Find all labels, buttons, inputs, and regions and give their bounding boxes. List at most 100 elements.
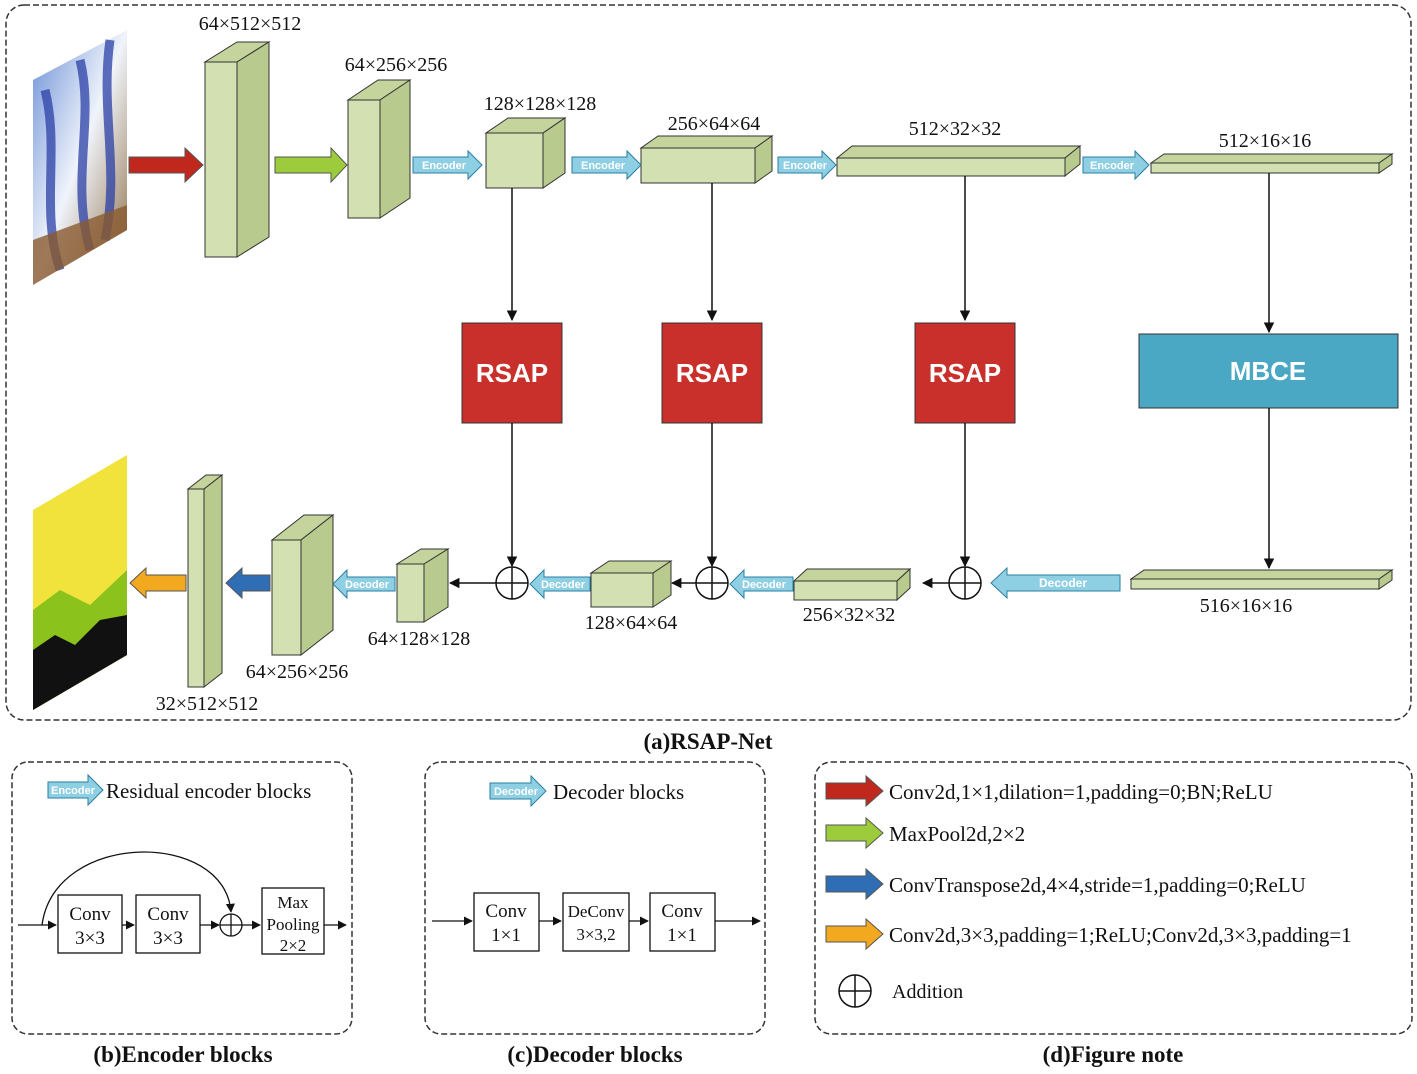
decoder-block-2: [792, 567, 912, 602]
dim-label-dec-2: 256×32×32: [803, 604, 896, 626]
legend-arrow-blue: [825, 867, 884, 901]
mbce-module: MBCE: [1138, 333, 1399, 409]
dec-deconv: [562, 892, 630, 952]
svg-text:MBCE: MBCE: [1230, 356, 1307, 386]
addition-node-1: [495, 566, 529, 600]
legend-text-green: MaxPool2d,2×2: [889, 822, 1025, 846]
caption-d: (d)Figure note: [1043, 1042, 1184, 1067]
legend-text-addition: Addition: [892, 981, 963, 1003]
encoder-block-4: [639, 135, 774, 184]
svg-text:Encoder: Encoder: [1090, 160, 1135, 172]
decoder-arrow-mbce: Decoder: [990, 566, 1121, 600]
dim-label-enc-2: 64×256×256: [345, 54, 448, 76]
panel-a-border: [5, 4, 1412, 721]
panel-d-border: [814, 761, 1413, 1035]
decoder-block-6: [186, 473, 224, 689]
svg-text:Encoder: Encoder: [581, 160, 626, 172]
addition-node-3: [948, 566, 982, 600]
input-image: [33, 30, 127, 285]
dec-conv-1: [473, 892, 540, 952]
dim-label-enc-3: 128×128×128: [484, 93, 597, 115]
legend-arrow-green: [825, 816, 884, 850]
encoder-arrow-1: Encoder: [412, 149, 483, 181]
addition-node-2: [695, 566, 729, 600]
encoder-arrow-3: Encoder: [777, 149, 837, 181]
decoder-block-5: [270, 513, 335, 657]
rsap-module-1: RSAP: [461, 322, 563, 424]
dim-label-dec-4: 64×128×128: [368, 628, 471, 650]
dec-conv-2-line1: Conv: [661, 901, 703, 922]
panel-b-border: [11, 761, 353, 1035]
caption-a: (a)RSAP-Net: [643, 729, 772, 754]
maxpool-arrow-green: [274, 146, 348, 184]
decoder-block-3: [589, 560, 673, 608]
dim-label-dec-5: 64×256×256: [246, 661, 349, 683]
caption-c: (c)Decoder blocks: [507, 1042, 682, 1067]
enc-conv-1-line2: 3×3: [75, 928, 105, 949]
encoder-arrow-4: Encoder: [1082, 149, 1150, 181]
svg-text:Decoder: Decoder: [541, 579, 586, 591]
enc-maxpool-line3: 2×2: [280, 936, 307, 955]
dec-conv-2-line2: 1×1: [667, 925, 697, 946]
decoder-block-4: [395, 548, 450, 623]
encoder-block-6: [1149, 153, 1394, 174]
dim-label-enc-4: 256×64×64: [668, 113, 761, 135]
dim-label-enc-6: 512×16×16: [1219, 130, 1312, 152]
conv-arrow-red: [128, 146, 204, 184]
dim-label-dec-6: 32×512×512: [156, 693, 259, 715]
enc-conv-1-line1: Conv: [69, 904, 111, 925]
encoder-block-5: [835, 144, 1082, 178]
encoder-arrow-2: Encoder: [571, 149, 642, 181]
enc-maxpool-line1: Max: [277, 893, 309, 912]
encoder-block-3: [484, 117, 567, 189]
decoder-arrow-4: Decoder: [332, 568, 396, 600]
caption-b: (b)Encoder blocks: [93, 1042, 272, 1067]
legend-text-blue: ConvTranspose2d,4×4,stride=1,padding=0;R…: [889, 873, 1306, 897]
decoder-arrow-3: Decoder: [529, 568, 591, 600]
output-image: [33, 455, 127, 710]
enc-conv-2: [135, 894, 201, 954]
svg-text:Decoder: Decoder: [494, 786, 539, 798]
legend-text-red: Conv2d,1×1,dilation=1,padding=0;BN;ReLU: [889, 780, 1273, 804]
enc-conv-2-line2: 3×3: [153, 928, 183, 949]
svg-text:Decoder: Decoder: [1039, 576, 1087, 590]
dim-label-enc-1: 64×512×512: [199, 13, 302, 35]
enc-addition-node: [219, 913, 243, 937]
svg-text:Decoder: Decoder: [345, 579, 390, 591]
enc-conv-1: [57, 894, 123, 954]
dec-conv-1-line1: Conv: [485, 901, 527, 922]
decoder-block-1: [1129, 569, 1394, 590]
legend-arrow-orange: [825, 917, 884, 951]
rsap-module-2: RSAP: [661, 322, 763, 424]
decoder-panel-legend-arrow: Decoder: [489, 774, 547, 808]
svg-text:Encoder: Encoder: [783, 160, 828, 172]
dec-conv-2: [649, 892, 716, 952]
dim-label-dec-3: 128×64×64: [585, 612, 678, 634]
legend-text-orange: Conv2d,3×3,padding=1;ReLU;Conv2d,3×3,pad…: [889, 923, 1352, 947]
svg-text:Decoder: Decoder: [742, 579, 787, 591]
svg-text:Encoder: Encoder: [422, 160, 467, 172]
encoder-block-1: [203, 41, 271, 258]
encoder-panel-legend-text: Residual encoder blocks: [106, 779, 311, 803]
enc-conv-2-line1: Conv: [147, 904, 189, 925]
decoder-panel-legend-text: Decoder blocks: [553, 780, 684, 804]
panel-c-border: [424, 761, 766, 1035]
encoder-block-2: [346, 79, 412, 219]
legend-addition-icon: [838, 974, 872, 1008]
legend-arrow-red: [825, 774, 884, 808]
dim-label-enc-5: 512×32×32: [909, 118, 1002, 140]
svg-text:RSAP: RSAP: [676, 358, 748, 388]
convtranspose-arrow-blue: [225, 566, 271, 600]
rsap-module-3: RSAP: [914, 322, 1016, 424]
dim-label-dec-1: 516×16×16: [1200, 595, 1293, 617]
conv3x3-arrow-orange: [129, 566, 187, 600]
dec-conv-1-line2: 1×1: [491, 925, 521, 946]
svg-text:RSAP: RSAP: [476, 358, 548, 388]
enc-skip-connection: [41, 851, 235, 926]
enc-maxpool-line2: Pooling: [267, 915, 320, 934]
enc-maxpool: [261, 887, 325, 955]
dec-deconv-line1: DeConv: [568, 902, 625, 921]
encoder-panel-legend-arrow: Encoder: [47, 773, 104, 807]
decoder-arrow-2: Decoder: [729, 568, 794, 600]
